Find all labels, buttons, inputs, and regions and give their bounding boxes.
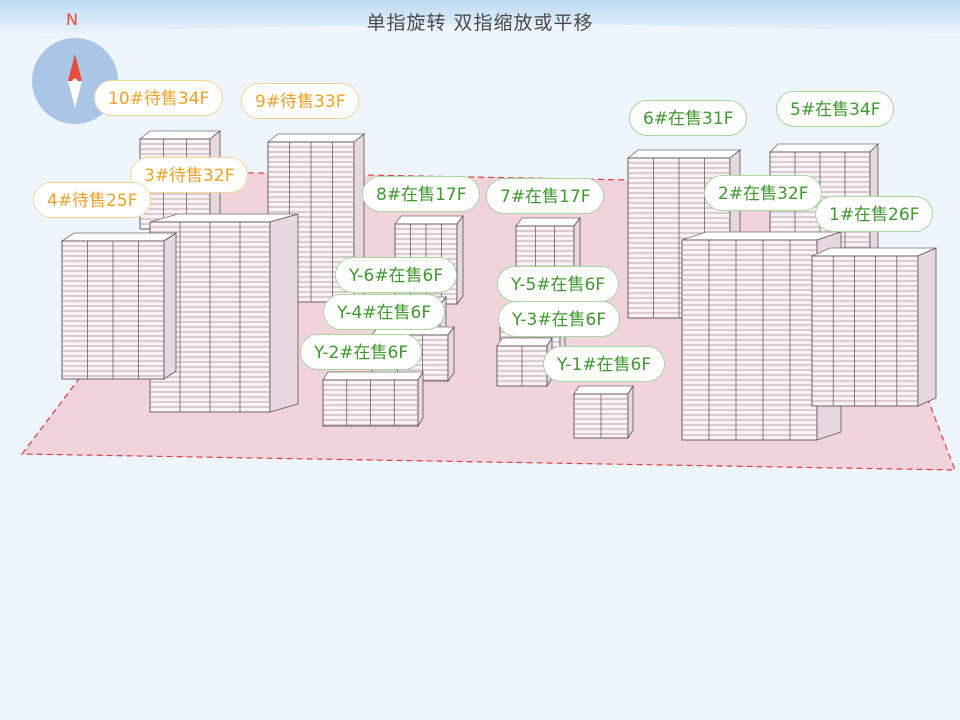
building-tag-10[interactable]: 10#待售34F <box>94 80 224 116</box>
compass-north-label: N <box>66 10 78 29</box>
building-y2[interactable] <box>322 370 424 428</box>
building-tag-4[interactable]: 4#待售25F <box>33 182 152 218</box>
gesture-hint: 单指旋转 双指缩放或平移 <box>366 12 594 34</box>
building-tag-y1[interactable]: Y-1#在售6F <box>543 346 666 382</box>
building-tag-6[interactable]: 6#在售31F <box>629 100 748 136</box>
building-tag-7[interactable]: 7#在售17F <box>486 178 605 214</box>
building-tag-5[interactable]: 5#在售34F <box>776 91 895 127</box>
building-tag-y5[interactable]: Y-5#在售6F <box>497 266 620 302</box>
building-tag-1[interactable]: 1#在售26F <box>815 196 934 232</box>
building-4[interactable] <box>60 232 178 380</box>
building-tag-9[interactable]: 9#待售33F <box>241 83 360 119</box>
building-tag-8[interactable]: 8#在售17F <box>362 176 481 212</box>
building-tag-y6[interactable]: Y-6#在售6F <box>335 257 458 293</box>
compass-needle-icon <box>68 54 82 108</box>
sky-band <box>0 0 960 36</box>
building-tag-2[interactable]: 2#在售32F <box>704 175 823 211</box>
building-1[interactable] <box>811 247 937 407</box>
building-y1[interactable] <box>573 384 634 440</box>
building-tag-y4[interactable]: Y-4#在售6F <box>323 294 446 330</box>
building-tag-y3[interactable]: Y-3#在售6F <box>498 301 621 337</box>
building-tag-y2[interactable]: Y-2#在售6F <box>300 334 423 370</box>
building-tag-3[interactable]: 3#待售32F <box>130 157 249 193</box>
